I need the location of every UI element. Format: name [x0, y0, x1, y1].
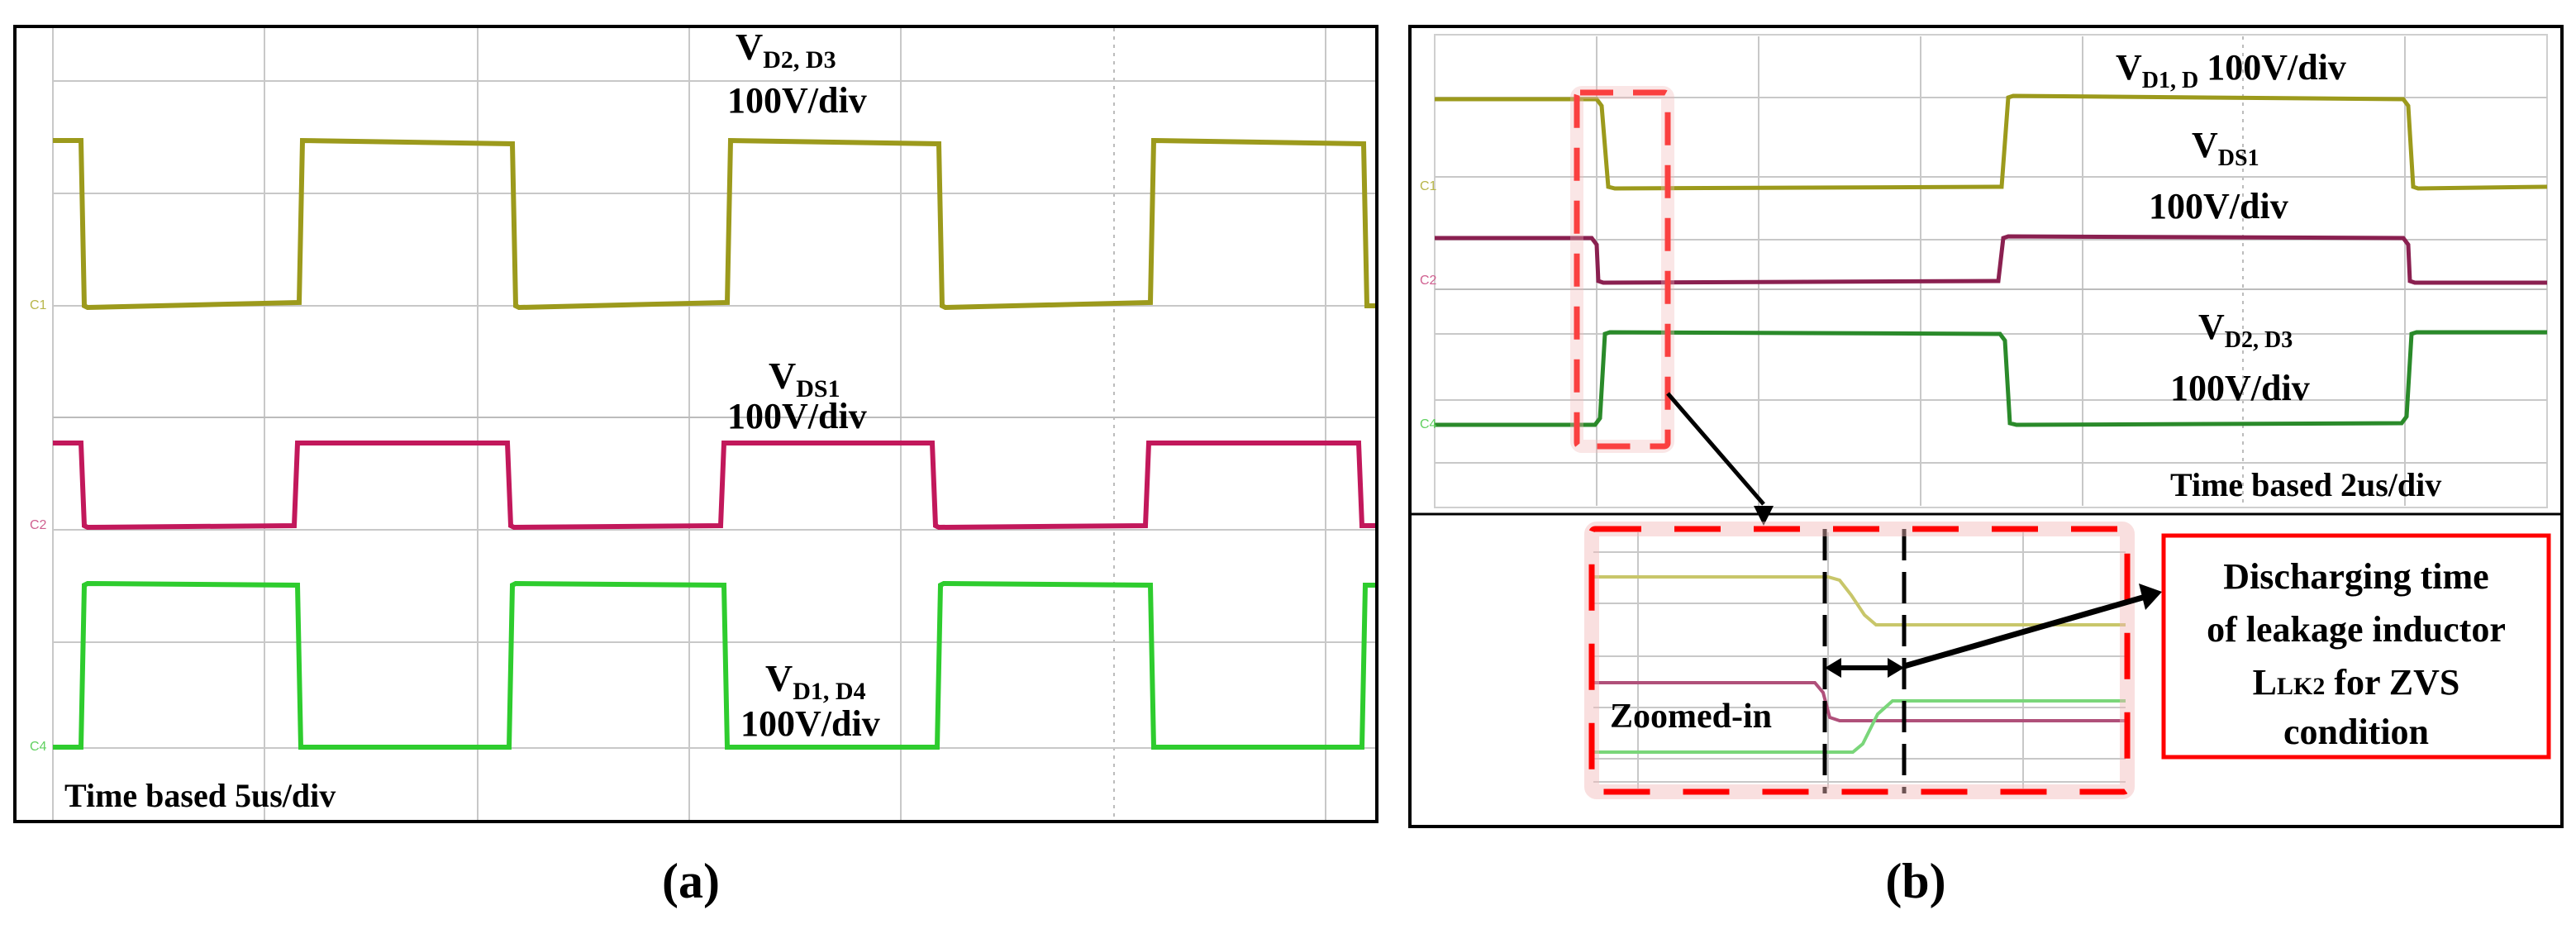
svg-text:of leakage inductor: of leakage inductor	[2207, 609, 2506, 650]
label-a-vd1d4: VD1, D4 100V/div	[740, 657, 880, 744]
svg-text:100V/div: 100V/div	[740, 703, 880, 744]
svg-text:VDS1: VDS1	[769, 355, 840, 403]
label-b-vds1: VDS1 100V/div	[2149, 125, 2288, 226]
trace-b-vd2d3	[1435, 330, 2547, 427]
channel-marker-b-c2: C2	[1420, 274, 1437, 288]
panel-a: C1 C2 C4 VD2, D3 100V/div VDS1 100V/div …	[13, 25, 1378, 823]
svg-text:100V/div: 100V/div	[727, 396, 867, 436]
channel-marker-b-c1: C1	[1420, 179, 1437, 193]
label-b-vd2d3: VD2, D3 100V/div	[2170, 307, 2310, 408]
trace-a-vd1d4	[53, 580, 1375, 750]
inset-trace-yellow	[1593, 575, 2126, 626]
arrow-to-callout	[1903, 584, 2162, 669]
svg-text:LLK2 for ZVS: LLK2 for ZVS	[2253, 662, 2460, 703]
svg-text:VD1, D4: VD1, D4	[765, 657, 866, 705]
channel-marker-c2: C2	[30, 518, 47, 532]
channel-marker-b-c4: C4	[1420, 417, 1437, 431]
panel-b-frame	[1408, 25, 2564, 828]
callout-box: Discharging time of leakage inductor LLK…	[2161, 533, 2551, 760]
inset-border	[1588, 526, 2131, 795]
channel-marker-c4: C4	[30, 740, 47, 754]
zoomed-inset: Zoomed-in	[1584, 522, 2135, 799]
zoom-region-box	[1574, 89, 1671, 450]
svg-text:100V/div: 100V/div	[2170, 368, 2310, 408]
svg-text:condition: condition	[2283, 712, 2429, 752]
panel-a-frame	[13, 25, 1378, 823]
trace-b-vd1d	[1435, 93, 2548, 191]
svg-text:VD2, D3: VD2, D3	[2198, 307, 2293, 353]
svg-text:Discharging time: Discharging time	[2223, 556, 2488, 597]
duration-double-arrow	[1825, 658, 1904, 678]
timebase-a: Time based 5us/div	[64, 777, 336, 814]
label-a-vd2d3: VD2, D3 100V/div	[727, 26, 867, 121]
caption-b: (b)	[1885, 854, 1945, 908]
panel-b-scope	[1434, 34, 2548, 508]
inset-trace-green	[1593, 699, 2126, 754]
channel-marker-c1: C1	[30, 298, 47, 312]
inset-label: Zoomed-in	[1610, 698, 1772, 736]
svg-text:100V/div: 100V/div	[2149, 186, 2288, 226]
trace-a-vds1	[53, 441, 1375, 531]
svg-text:100V/div: 100V/div	[727, 80, 867, 121]
arrow-to-inset	[1666, 392, 1774, 526]
svg-text:VD2, D3: VD2, D3	[736, 26, 836, 74]
svg-text:VDS1: VDS1	[2192, 125, 2259, 171]
panel-a-grid	[52, 28, 1375, 820]
caption-a: (a)	[662, 854, 720, 908]
timebase-b: Time based 2us/div	[2170, 466, 2441, 503]
label-a-vds1: VDS1 100V/div	[727, 355, 867, 436]
trace-a-vd2d3	[53, 137, 1375, 311]
trace-b-vds1	[1435, 234, 2547, 285]
